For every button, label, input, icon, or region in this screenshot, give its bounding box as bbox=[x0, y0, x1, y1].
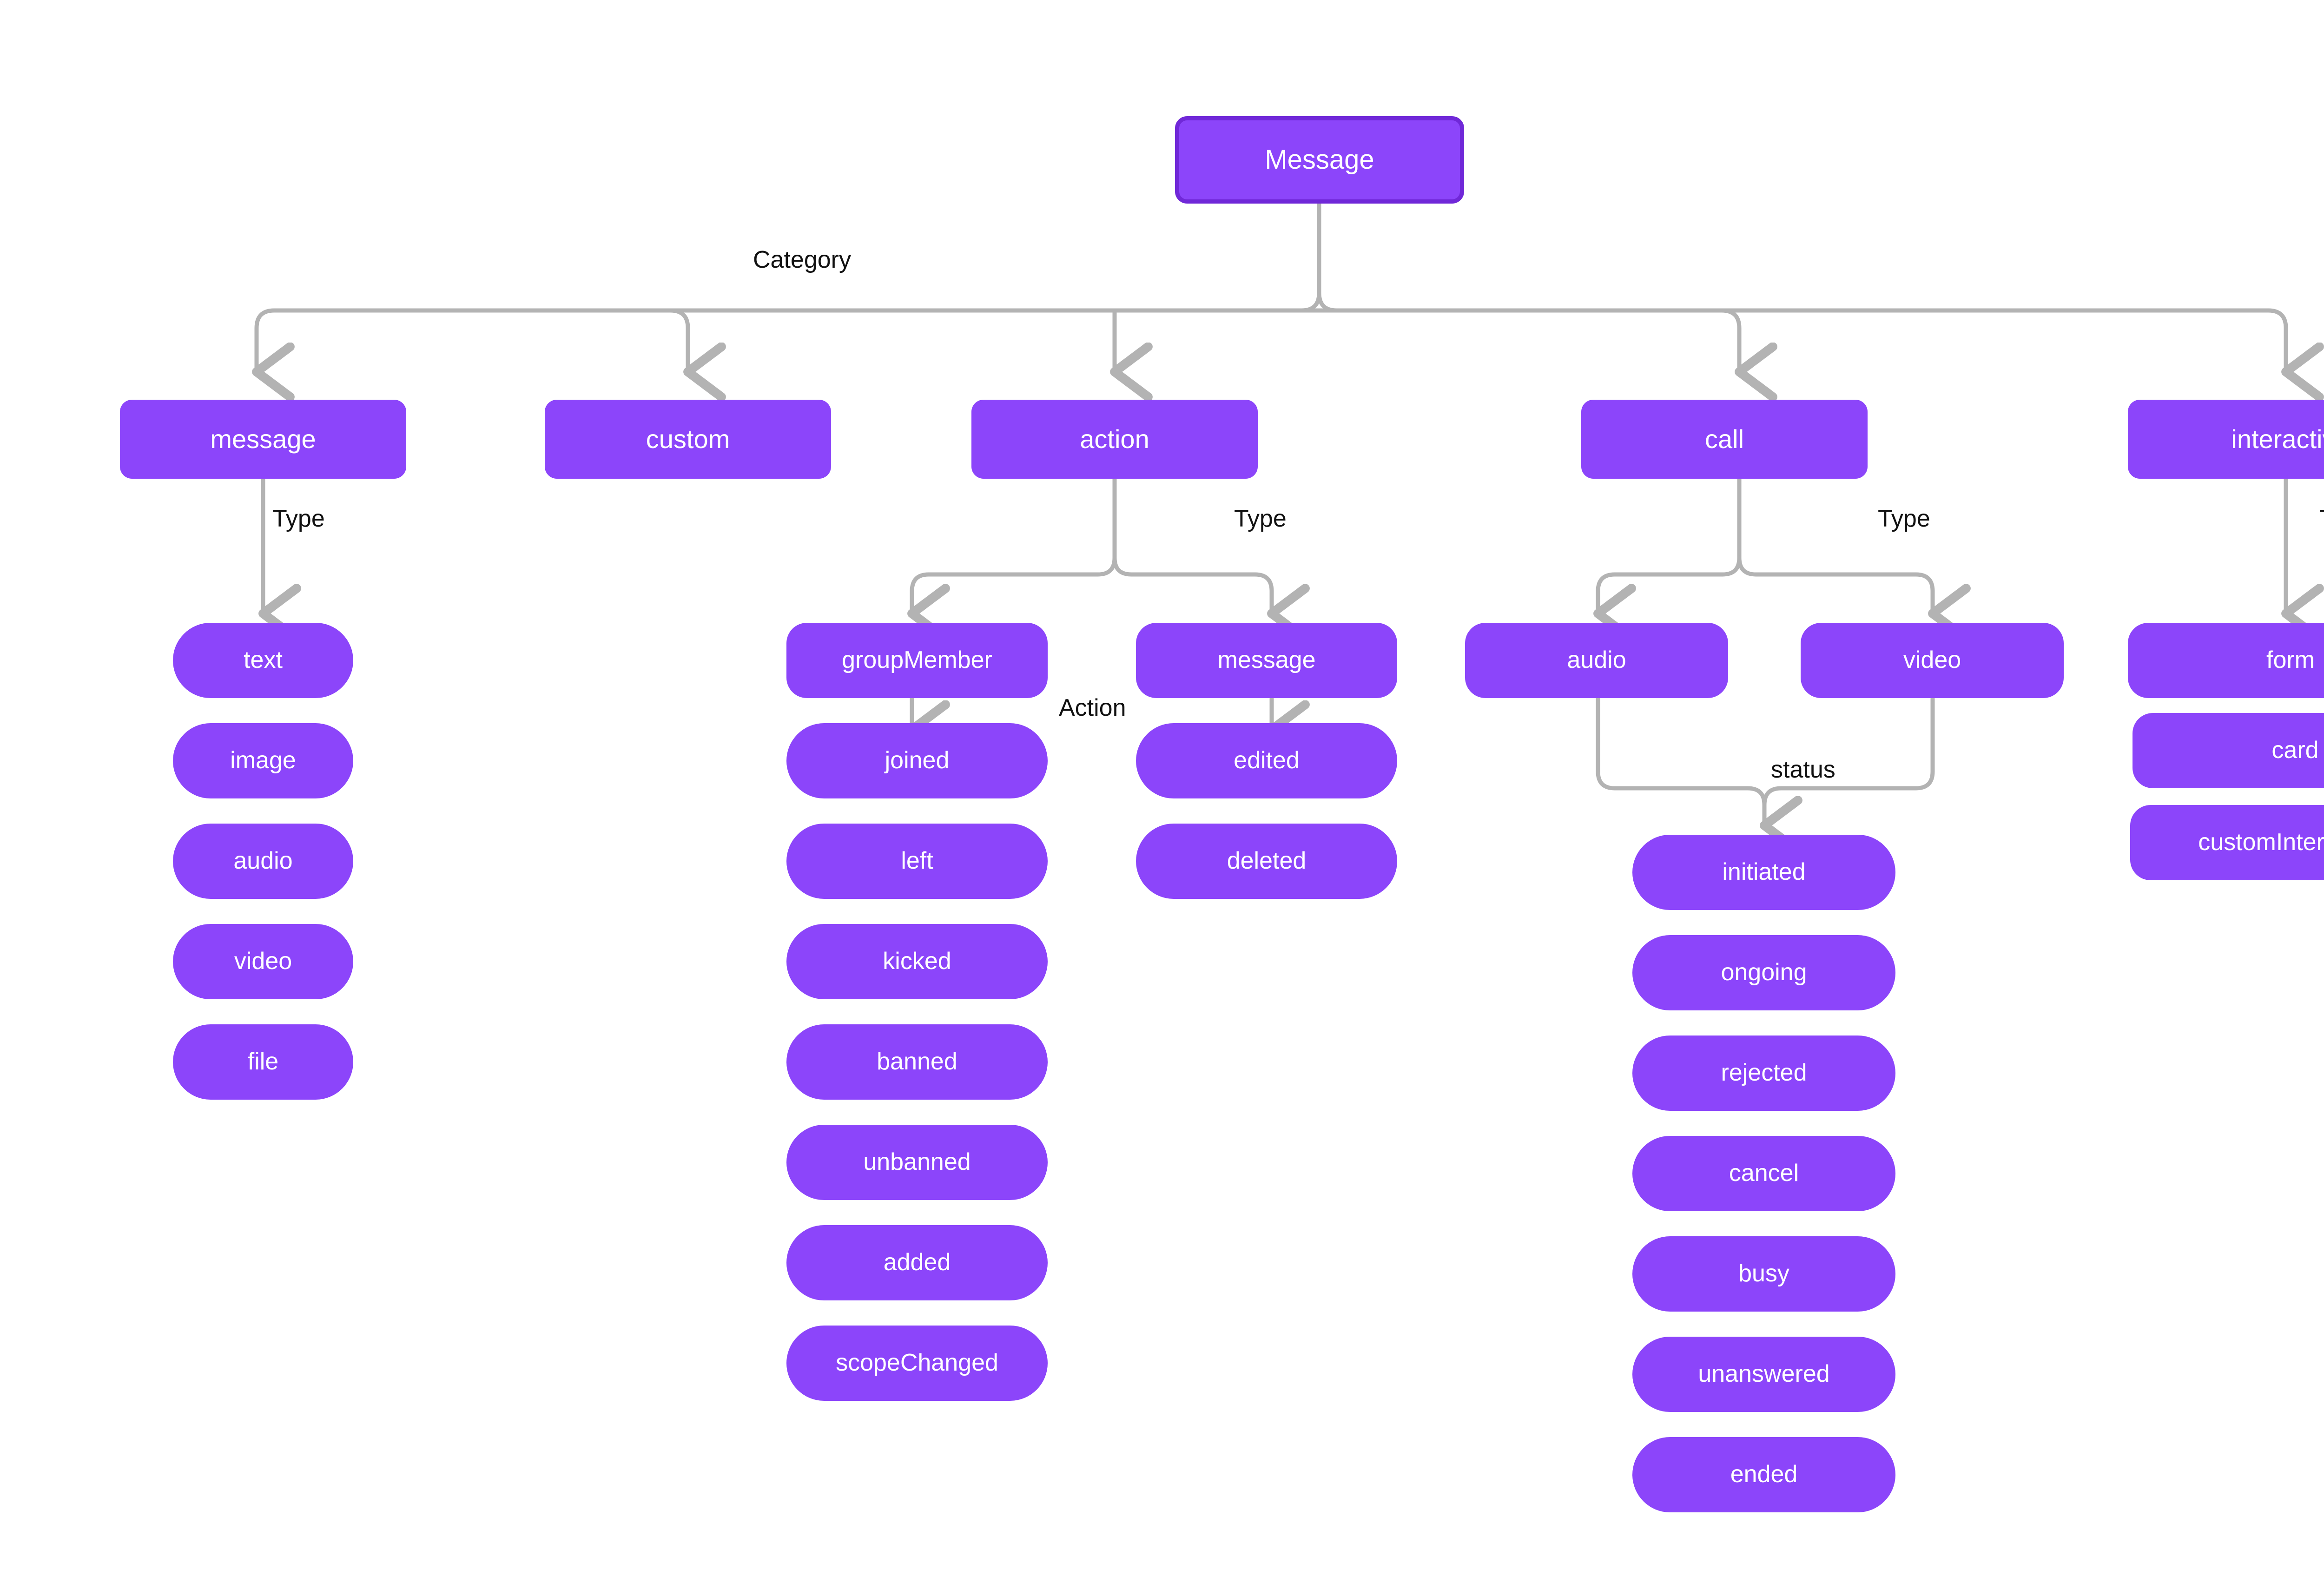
node-label: added bbox=[883, 1249, 951, 1276]
node-call-type-video[interactable]: video bbox=[1801, 623, 2064, 698]
node-label: Message bbox=[1265, 145, 1374, 175]
node-label: action bbox=[1080, 424, 1149, 454]
node-action-type-message[interactable]: message bbox=[1136, 623, 1397, 698]
node-call-status-rejected[interactable]: rejected bbox=[1632, 1036, 1895, 1111]
node-label: left bbox=[901, 847, 933, 875]
node-groupmember-action-joined[interactable]: joined bbox=[786, 723, 1048, 798]
node-label: audio bbox=[1567, 646, 1626, 674]
node-label: text bbox=[244, 646, 283, 674]
node-category-action[interactable]: action bbox=[971, 400, 1258, 479]
node-groupmember-action-scopechanged[interactable]: scopeChanged bbox=[786, 1326, 1048, 1401]
node-label: groupMember bbox=[842, 646, 992, 674]
node-root-message[interactable]: Message bbox=[1175, 116, 1464, 204]
node-label: banned bbox=[877, 1048, 957, 1075]
node-label: unanswered bbox=[1698, 1360, 1830, 1388]
node-call-status-ended[interactable]: ended bbox=[1632, 1437, 1895, 1512]
node-message-type-image[interactable]: image bbox=[173, 723, 353, 798]
node-label: deleted bbox=[1227, 847, 1307, 875]
node-call-status-busy[interactable]: busy bbox=[1632, 1236, 1895, 1312]
node-label: call bbox=[1704, 424, 1744, 454]
edge-label-action-type: Type bbox=[1234, 505, 1287, 532]
node-message-type-audio[interactable]: audio bbox=[173, 824, 353, 899]
node-call-status-cancel[interactable]: cancel bbox=[1632, 1136, 1895, 1211]
node-call-status-initiated[interactable]: initiated bbox=[1632, 835, 1895, 910]
node-label: edited bbox=[1234, 747, 1300, 774]
node-label: scopeChanged bbox=[836, 1349, 998, 1377]
node-label: message bbox=[1217, 646, 1316, 674]
node-call-status-ongoing[interactable]: ongoing bbox=[1632, 935, 1895, 1010]
node-call-status-unanswered[interactable]: unanswered bbox=[1632, 1337, 1895, 1412]
node-label: video bbox=[1903, 646, 1961, 674]
node-interactive-type-form[interactable]: form bbox=[2128, 623, 2324, 698]
node-category-interactive[interactable]: interactive bbox=[2128, 400, 2324, 479]
node-label: kicked bbox=[883, 948, 951, 975]
node-call-type-audio[interactable]: audio bbox=[1465, 623, 1728, 698]
node-groupmember-action-kicked[interactable]: kicked bbox=[786, 924, 1048, 999]
edge-label-call-type: Type bbox=[1878, 505, 1930, 532]
edge-label-interactive-type: Type bbox=[2319, 507, 2324, 531]
node-label: image bbox=[230, 747, 296, 774]
node-category-custom[interactable]: custom bbox=[545, 400, 831, 479]
node-label: cancel bbox=[1729, 1160, 1799, 1187]
node-label: busy bbox=[1738, 1260, 1789, 1287]
node-interactive-type-custominteractive[interactable]: customInteractive bbox=[2130, 805, 2324, 880]
node-groupmember-action-banned[interactable]: banned bbox=[786, 1024, 1048, 1100]
node-label: rejected bbox=[1721, 1059, 1807, 1087]
node-category-message[interactable]: message bbox=[120, 400, 406, 479]
node-label: custom bbox=[646, 424, 730, 454]
node-label: file bbox=[247, 1048, 279, 1075]
node-groupmember-action-added[interactable]: added bbox=[786, 1225, 1048, 1300]
node-label: card bbox=[2271, 737, 2319, 764]
node-message-action-edited[interactable]: edited bbox=[1136, 723, 1397, 798]
node-action-type-groupmember[interactable]: groupMember bbox=[786, 623, 1048, 698]
edge-label-call-status: status bbox=[1771, 756, 1835, 783]
node-category-call[interactable]: call bbox=[1581, 400, 1868, 479]
node-message-type-file[interactable]: file bbox=[173, 1024, 353, 1100]
node-interactive-type-card[interactable]: card bbox=[2133, 713, 2324, 788]
node-groupmember-action-unbanned[interactable]: unbanned bbox=[786, 1125, 1048, 1200]
node-message-action-deleted[interactable]: deleted bbox=[1136, 824, 1397, 899]
node-message-type-text[interactable]: text bbox=[173, 623, 353, 698]
node-label: unbanned bbox=[863, 1148, 971, 1176]
node-label: ended bbox=[1730, 1461, 1798, 1488]
node-message-type-video[interactable]: video bbox=[173, 924, 353, 999]
node-label: customInteractive bbox=[2198, 829, 2324, 856]
node-label: ongoing bbox=[1721, 959, 1807, 986]
edge-label-action-action: Action bbox=[1059, 694, 1126, 721]
node-label: joined bbox=[885, 747, 950, 774]
node-label: initiated bbox=[1722, 858, 1806, 886]
edge-label-message-type: Type bbox=[272, 505, 325, 532]
node-label: message bbox=[210, 424, 316, 454]
node-groupmember-action-left[interactable]: left bbox=[786, 824, 1048, 899]
node-label: video bbox=[234, 948, 292, 975]
node-label: form bbox=[2266, 646, 2315, 674]
node-label: audio bbox=[233, 847, 293, 875]
node-label: interactive bbox=[2231, 424, 2324, 454]
edge-label-category: Category bbox=[753, 246, 851, 273]
